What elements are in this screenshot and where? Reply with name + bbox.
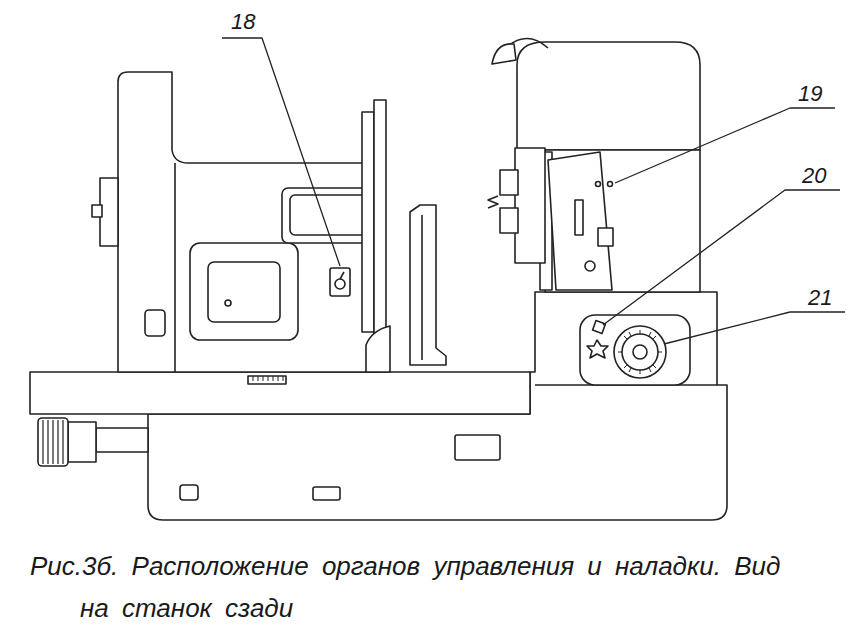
- bed-scale: [248, 376, 286, 384]
- leader-line: [664, 312, 845, 344]
- slide-knob: [585, 261, 595, 271]
- leader-line: [603, 190, 840, 325]
- tailstock-edge: [421, 215, 423, 360]
- base-window: [455, 435, 500, 460]
- small-cover: [145, 310, 165, 336]
- motor-ribs: [43, 420, 63, 464]
- slide-slot: [575, 200, 583, 235]
- scale-ticks: [253, 376, 283, 381]
- control-panel: [580, 315, 690, 385]
- motor-body: [68, 422, 96, 462]
- table-plate: [374, 100, 386, 340]
- leader-lines: [222, 38, 845, 344]
- window-inner: [208, 262, 280, 322]
- handwheel-dial: [622, 334, 658, 370]
- control-dot: [596, 182, 601, 187]
- control-dot: [608, 182, 613, 187]
- lamp-shade: [492, 44, 516, 64]
- table-plate: [362, 112, 374, 332]
- table-foot: [366, 326, 390, 372]
- handwheel: [614, 326, 666, 378]
- callout-number: 18: [231, 10, 255, 34]
- motor-coupling: [96, 428, 148, 452]
- leader-line: [222, 38, 340, 266]
- column-edge: [174, 163, 176, 372]
- head-top: [517, 42, 700, 150]
- hob-head: [515, 148, 545, 263]
- star-knob: [587, 340, 608, 358]
- switch-lever: [340, 272, 344, 279]
- square-key: [593, 321, 606, 334]
- base-window: [180, 485, 198, 500]
- callout-number: 19: [798, 82, 822, 106]
- hob-slide: [548, 152, 612, 290]
- window-screw: [225, 300, 231, 306]
- left-column: [118, 72, 378, 372]
- handwheel-hub: [633, 345, 647, 359]
- hob-cutter: [488, 196, 498, 208]
- switch-plate: [330, 268, 350, 296]
- housing-window: [190, 243, 298, 340]
- boss-bolt: [92, 205, 102, 217]
- tailstock: [410, 205, 446, 365]
- base-window: [313, 487, 340, 500]
- motor-fins: [38, 418, 68, 466]
- slide-block: [598, 228, 613, 246]
- figure-caption: Рис.3б. Расположение органов управления …: [30, 545, 784, 627]
- hob-bracket: [500, 208, 518, 233]
- switch-knob: [335, 279, 345, 289]
- callout-number: 20: [802, 164, 826, 188]
- dial-ticks: [618, 330, 662, 374]
- hob-bracket: [500, 170, 518, 195]
- callout-number: 21: [808, 286, 832, 310]
- machine-bed: [30, 372, 530, 414]
